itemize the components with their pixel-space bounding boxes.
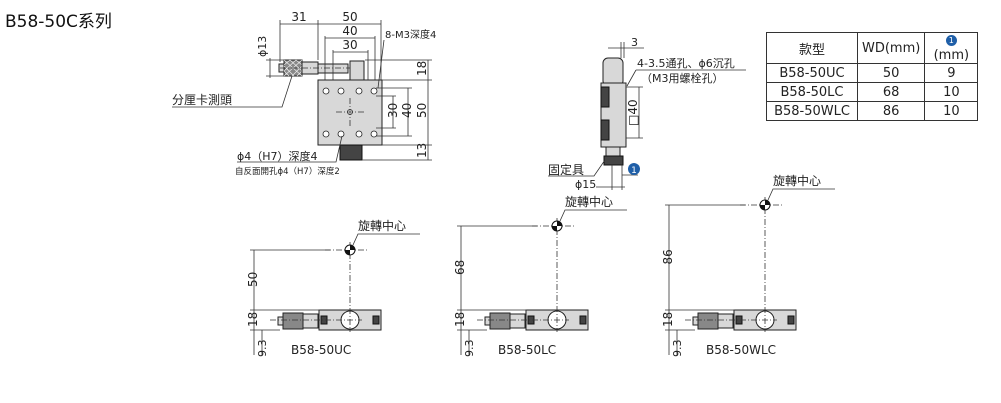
dim-height: 18 [453,312,467,327]
marker-1-text: 1 [631,166,637,176]
table-header-row: 款型 WD(mm) 1 (mm) [766,32,979,64]
dim-right-50: 50 [415,103,429,118]
micrometer-sleeve [717,313,734,329]
page-title: B58-50C系列 [5,12,112,32]
dim-sq40: □40 [626,99,640,126]
label-m3-holes: 8-M3深度4 [385,28,436,41]
side-top-block [602,57,624,87]
dim-height: 18 [661,312,675,327]
dim-lines [665,188,835,355]
micrometer-knurl [282,312,304,330]
label-micrometer: 分厘卡測頭 [172,93,232,107]
bottom-view: 旋轉中心 68 18 9.3 B58-50LC [453,194,627,357]
dim-offset: 9.3 [463,340,476,358]
cell-marker: 10 [924,82,979,102]
side-fixture [603,155,624,166]
cell-model: B58-50LC [766,82,858,102]
model-label: B58-50UC [291,343,351,357]
cell-model: B58-50WLC [766,101,858,121]
center-line [477,218,575,332]
side-neck [605,146,621,157]
side-clamp-bottom [600,119,610,141]
dim-40: 40 [342,24,357,38]
dim-lines [457,209,627,355]
cell-marker: 9 [924,63,979,83]
bottom-view: 旋轉中心 50 18 9.3 B58-50UC [246,218,420,357]
cell-model: B58-50UC [766,63,858,83]
marker-1-icon: 1 [945,35,957,46]
cell-marker: 10 [924,101,979,121]
fixture [339,144,363,161]
cell-wd: 86 [856,101,926,121]
cell-wd: 68 [856,82,926,102]
dim-50: 50 [342,10,357,24]
rotation-center-fill [760,200,770,210]
side-clamp-top [600,86,610,108]
label-hole-back: 自反面開孔ϕ4（H7）深度2 [235,166,340,177]
model-label: B58-50WLC [706,343,776,357]
micrometer-knurl [489,312,511,330]
rotation-center-fill [552,221,562,231]
dim-31: 31 [291,10,306,24]
dim-right-18: 18 [415,61,429,76]
label-rotation-center: 旋轉中心 [773,173,821,188]
label-rotation-center: 旋轉中心 [358,218,406,233]
micrometer-knurl [697,312,719,330]
header-marker-unit: (mm) [933,48,970,63]
dim-right-30: 30 [386,103,400,118]
micrometer-sleeve [509,313,526,329]
dim-wd: 50 [246,272,260,287]
dim-height: 18 [246,312,260,327]
model-label: B58-50LC [498,343,556,357]
header-marker-col: 1 (mm) [924,32,979,64]
clamp-right [787,315,795,325]
dim-3: 3 [631,36,638,49]
marker-1-icon [628,163,640,175]
center-line [685,197,783,332]
label-through-holes: 4-3.5通孔、ϕ6沉孔 [637,57,735,70]
center-line [270,242,368,332]
label-bolt-holes: （M3用螺栓孔） [641,71,724,85]
micrometer-sleeve [302,313,319,329]
dim-offset: 9.3 [256,340,269,358]
dim-lines [250,233,420,355]
dim-wd: 68 [453,260,467,275]
clamp-right [372,315,380,325]
label-fixture: 固定具 [548,162,584,177]
clamp-right [579,315,587,325]
bottom-view: 旋轉中心 86 18 9.3 B58-50WLC [661,173,835,357]
dim-wd: 86 [661,249,675,264]
dim-phi15: ϕ15 [575,178,596,191]
side-view: 3 4-3.5通孔、ϕ6沉孔 （M3用螺栓孔） □40 固定具 ϕ15 1 [548,36,746,191]
dim-phi13: ϕ13 [256,36,269,57]
header-model: 款型 [766,32,858,64]
top-block [349,60,365,81]
header-wd: WD(mm) [856,32,926,64]
cell-wd: 50 [856,63,926,83]
dim-30: 30 [342,38,357,52]
top-view: 31 50 40 30 ϕ13 8-M3深度4 18 50 40 30 13 分… [172,10,436,177]
dim-right-40: 40 [400,103,414,118]
label-hole: ϕ4（H7）深度4 [237,149,318,163]
dim-offset: 9.3 [671,340,684,358]
label-rotation-center: 旋轉中心 [565,194,613,209]
dim-right-13: 13 [415,143,429,158]
rotation-center-fill [345,245,355,255]
